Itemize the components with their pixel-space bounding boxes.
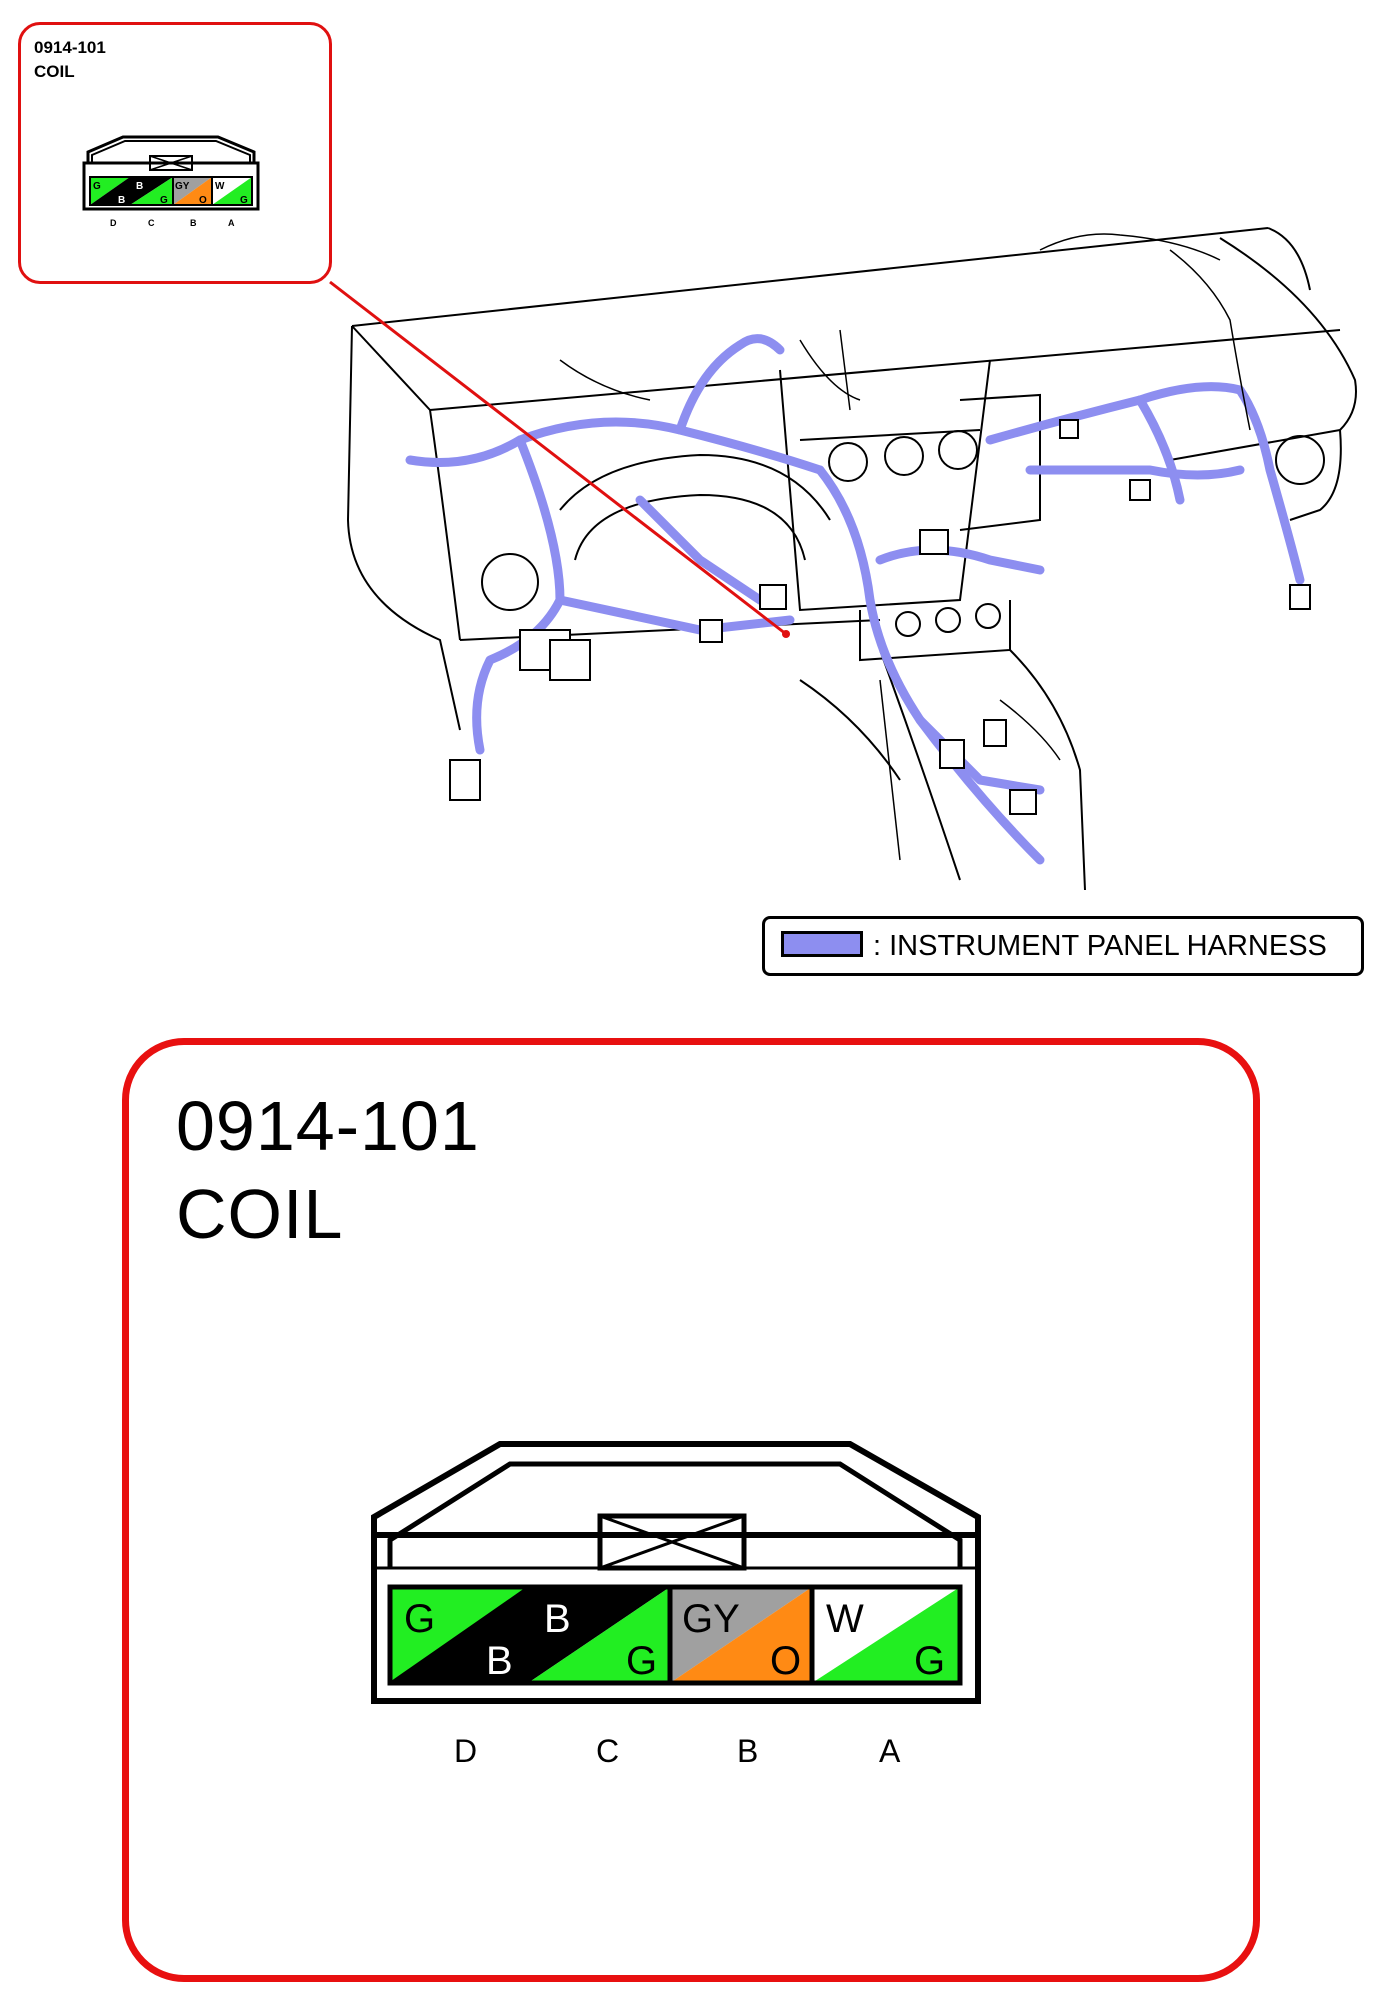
- small-pin-b-top: GY: [175, 181, 190, 192]
- callout-small-title: 0914-101 COIL: [34, 36, 106, 84]
- detail-connector-diagram: G B B G GY O W G D C B A: [371, 1441, 981, 1769]
- pin-c-bottom-label: G: [626, 1639, 657, 1683]
- pin-b-bottom-color: [670, 1587, 812, 1683]
- small-pin-c-bottom: G: [160, 195, 168, 206]
- pin-label-d: D: [454, 1733, 477, 1769]
- pin-b-bottom-label: O: [770, 1639, 801, 1683]
- pin-c-top-label: B: [544, 1597, 571, 1641]
- small-connector-diagram: G B B G GY O W G D C B A: [82, 135, 260, 228]
- pin-d-bottom-label: B: [486, 1639, 513, 1683]
- pin-label-a: A: [879, 1733, 901, 1769]
- small-pin-label-d: D: [110, 218, 117, 228]
- harness-legend-swatch: [781, 931, 863, 957]
- pin-label-b: B: [737, 1733, 758, 1769]
- pin-a-bottom-color: [812, 1587, 960, 1683]
- pin-cells: G B B G GY O W G: [387, 1584, 963, 1686]
- harness-legend-label: : INSTRUMENT PANEL HARNESS: [873, 930, 1327, 962]
- pin-a-top-label: W: [826, 1597, 864, 1641]
- pin-d-top-label: G: [404, 1597, 435, 1641]
- instrument-panel-drawing: [346, 227, 1357, 891]
- connector-blocks: [449, 419, 1311, 815]
- harness-legend: : INSTRUMENT PANEL HARNESS: [762, 916, 1364, 976]
- small-pin-label-a: A: [228, 218, 235, 228]
- vent-circles: [481, 430, 1325, 637]
- detail-title: 0914-101 COIL: [176, 1082, 480, 1258]
- connector-callout-detail: [122, 1038, 1260, 1982]
- pin-label-c: C: [596, 1733, 619, 1769]
- detail-name: COIL: [176, 1175, 344, 1253]
- connector-callout-small: [18, 22, 332, 284]
- small-pin-d-top: G: [93, 181, 101, 192]
- callout-leader-line: [329, 280, 790, 638]
- small-pin-d-bottom: B: [118, 195, 125, 206]
- small-pin-a-bottom: G: [240, 195, 248, 206]
- dashboard-outline: [346, 227, 1357, 891]
- pin-a-bottom-label: G: [914, 1639, 945, 1683]
- callout-small-name: COIL: [34, 62, 75, 81]
- detail-code: 0914-101: [176, 1087, 480, 1165]
- small-pin-label-c: C: [148, 218, 155, 228]
- instrument-panel-harness: [405, 334, 1305, 865]
- callout-small-code: 0914-101: [34, 38, 106, 57]
- small-pin-cells: G B B G GY O W G: [89, 176, 253, 206]
- small-pin-a-top: W: [215, 181, 225, 192]
- harness-wires: [559, 233, 1251, 861]
- small-pin-b-bottom: O: [199, 195, 207, 206]
- small-pin-label-b: B: [190, 218, 197, 228]
- small-pin-c-top: B: [136, 181, 143, 192]
- pin-c-bottom-color: [528, 1587, 670, 1683]
- pin-b-top-label: GY: [682, 1597, 740, 1641]
